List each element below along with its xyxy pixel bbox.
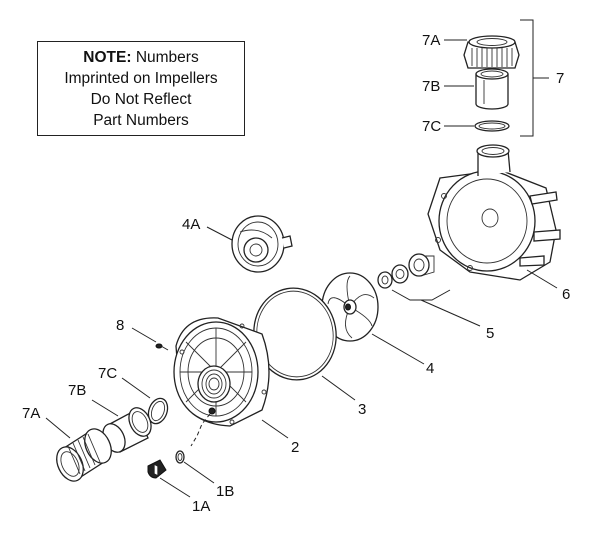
leader-3 bbox=[321, 375, 356, 401]
callout-8: 8 bbox=[116, 317, 124, 334]
callout-7b-bottom: 7B bbox=[68, 382, 86, 399]
callout-7a-bottom: 7A bbox=[22, 405, 40, 422]
note-line-1: NOTE: Numbers bbox=[38, 47, 244, 68]
leader-1a bbox=[159, 477, 191, 498]
leader-2 bbox=[261, 419, 289, 439]
bracket-5 bbox=[391, 289, 451, 301]
seal-plate-2 bbox=[173, 317, 270, 427]
o-ring-7c-top bbox=[474, 120, 510, 132]
leader-8 bbox=[131, 327, 157, 343]
leader-7b-bottom bbox=[91, 399, 119, 417]
leader-1b bbox=[183, 461, 215, 484]
o-ring-1b bbox=[175, 450, 185, 464]
union-nut-7a-top bbox=[463, 35, 520, 69]
impeller-4a bbox=[231, 215, 293, 273]
drain-dashed-line bbox=[190, 413, 211, 447]
callout-7a-top: 7A bbox=[422, 32, 440, 49]
tailpiece-7b-top bbox=[475, 68, 509, 110]
bracket-7 bbox=[520, 19, 549, 137]
callout-7: 7 bbox=[556, 70, 564, 87]
leader-6 bbox=[526, 269, 558, 289]
leader-5 bbox=[420, 299, 481, 327]
callout-2: 2 bbox=[291, 439, 299, 456]
union-nut-7a-bottom bbox=[56, 428, 112, 482]
impeller-4 bbox=[321, 272, 379, 342]
callout-7c-bottom: 7C bbox=[98, 365, 117, 382]
leader-7c-bottom bbox=[121, 377, 151, 399]
leader-4a bbox=[206, 226, 233, 241]
leader-7a-bottom bbox=[45, 417, 71, 439]
note-heading: NOTE: bbox=[83, 49, 132, 66]
screw-8 bbox=[155, 343, 169, 351]
note-line-1-text: Numbers bbox=[135, 49, 199, 66]
callout-1a: 1A bbox=[192, 498, 210, 515]
callout-6: 6 bbox=[562, 286, 570, 303]
note-line-4: Part Numbers bbox=[93, 112, 189, 129]
callout-7c-top: 7C bbox=[422, 118, 441, 135]
note-line-3: Do Not Reflect bbox=[90, 91, 192, 108]
callout-7b-top: 7B bbox=[422, 78, 440, 95]
seal-assembly-5 bbox=[377, 253, 435, 289]
note-line-2: Imprinted on Impellers bbox=[64, 70, 218, 87]
callout-5: 5 bbox=[486, 325, 494, 342]
callout-4a: 4A bbox=[182, 216, 200, 233]
pump-housing-6 bbox=[427, 144, 561, 281]
callout-3: 3 bbox=[358, 401, 366, 418]
leader-4 bbox=[371, 333, 425, 365]
o-ring-7c-bottom bbox=[147, 397, 169, 425]
callout-1b: 1B bbox=[216, 483, 234, 500]
drain-plug-1a bbox=[147, 459, 167, 479]
note-box: NOTE: Numbers Imprinted on Impellers Do … bbox=[37, 41, 245, 136]
callout-4: 4 bbox=[426, 360, 434, 377]
